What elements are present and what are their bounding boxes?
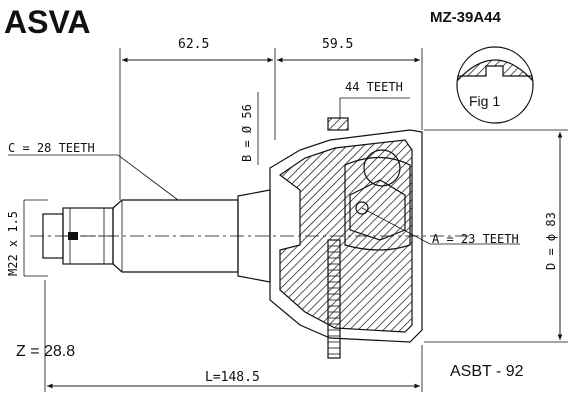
part-number: MZ-39A44	[430, 9, 502, 26]
z-value-label: Z = 28.8	[16, 343, 75, 360]
fig-detail-circle	[456, 46, 534, 124]
top-dimension-lines	[119, 48, 423, 200]
dimension-seal-diameter: B = Ø 56	[240, 104, 254, 162]
dimension-thread: M22 x 1.5	[6, 211, 20, 276]
part-code-label: ASBT - 92	[450, 363, 524, 380]
dimension-top-left: 62.5	[178, 37, 209, 52]
brand-logo: ASVA	[4, 4, 91, 40]
outer-race-body	[269, 129, 423, 343]
callout-abs-ring-teeth: 44 TEETH	[345, 80, 403, 94]
abs-tone-ring	[327, 239, 341, 359]
dimension-top-right: 59.5	[322, 37, 353, 52]
callout-outer-spline: C = 28 TEETH	[8, 141, 95, 155]
callout-inner-spline: A = 23 TEETH	[432, 232, 519, 246]
dimension-length: L=148.5	[205, 370, 260, 385]
figure-label: Fig 1	[469, 93, 500, 109]
abs-ring-tooth-detail	[327, 117, 349, 131]
dimension-outer-diameter: D = ϕ 83	[544, 212, 558, 270]
